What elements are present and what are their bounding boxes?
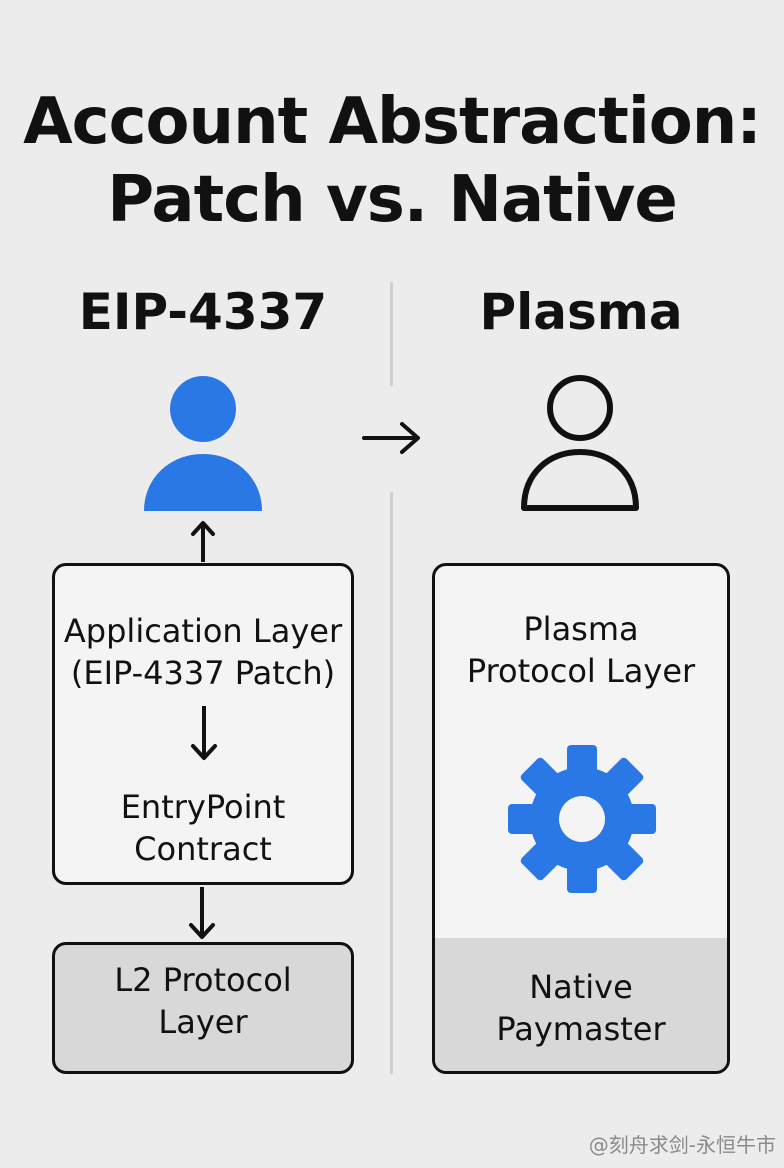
entrypoint-line2: Contract bbox=[134, 830, 272, 868]
eip4337-heading: EIP-4337 bbox=[78, 283, 328, 341]
plasma-box-line1: Plasma bbox=[523, 610, 639, 648]
l2-line2: Layer bbox=[158, 1003, 248, 1041]
divider-bottom bbox=[390, 492, 393, 1074]
divider-top bbox=[390, 282, 393, 386]
paymaster-line1: Native bbox=[529, 968, 633, 1006]
plasma-box-line2: Protocol Layer bbox=[466, 652, 696, 690]
watermark: @刻舟求剑-永恒牛市 bbox=[588, 1133, 776, 1157]
title-line-2: Patch vs. Native bbox=[107, 163, 678, 237]
l2-protocol-layer-box: L2 Protocol Layer bbox=[52, 942, 354, 1074]
title-line-1: Account Abstraction: bbox=[23, 85, 762, 159]
right-arrow-icon bbox=[362, 422, 420, 454]
arrow-down-icon bbox=[191, 706, 217, 760]
app-layer-line1: Application Layer bbox=[63, 612, 343, 650]
user-filled-icon bbox=[144, 376, 262, 511]
app-layer-line2: (EIP-4337 Patch) bbox=[70, 654, 336, 692]
arrow-up-icon bbox=[191, 521, 215, 562]
native-paymaster-section: Native Paymaster bbox=[435, 938, 727, 1071]
plasma-heading: Plasma bbox=[479, 283, 683, 341]
entrypoint-line1: EntryPoint bbox=[120, 788, 286, 826]
user-outline-icon bbox=[521, 375, 639, 511]
l2-line1: L2 Protocol bbox=[114, 961, 292, 999]
application-layer-box: Application Layer (EIP-4337 Patch) Entry… bbox=[52, 563, 354, 885]
arrow-down-icon bbox=[189, 887, 215, 939]
paymaster-line2: Paymaster bbox=[496, 1010, 666, 1048]
gear-icon bbox=[508, 745, 656, 893]
plasma-protocol-layer-box: Plasma Protocol Layer Native Paymaster bbox=[432, 563, 730, 1074]
